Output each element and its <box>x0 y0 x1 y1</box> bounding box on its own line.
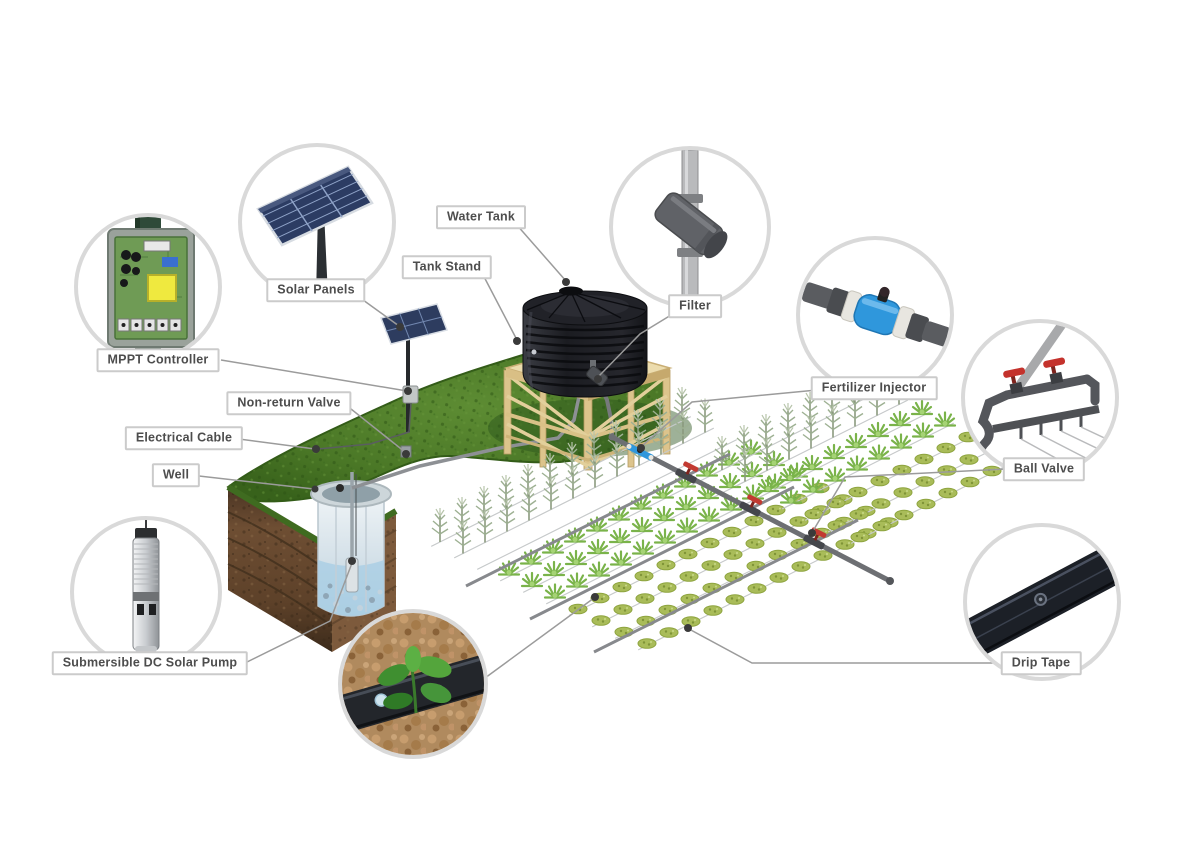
label-water-tank: Water Tank <box>436 205 526 229</box>
inset-mppt-controller <box>74 213 222 361</box>
filter-photo <box>654 150 728 304</box>
crop-field <box>430 358 1024 651</box>
label-fertilizer-injector: Fertilizer Injector <box>810 376 938 400</box>
label-well: Well <box>151 463 201 487</box>
mppt-controller-photo <box>107 217 195 357</box>
seedling-graphic <box>378 646 452 714</box>
submersible-pump-photo <box>132 520 160 652</box>
ball-valve-photo <box>976 323 1115 473</box>
well-graphic <box>310 472 392 617</box>
field-solar-panel <box>317 303 449 458</box>
label-non-return-valve: Non-return Valve <box>226 391 352 415</box>
drip-tape-closeup-photo <box>342 613 484 755</box>
inset-solar-panels <box>238 143 396 301</box>
label-submersible-pump: Submersible DC Solar Pump <box>51 651 249 675</box>
water-tank-graphic <box>522 286 648 398</box>
label-drip-tape: Drip Tape <box>1000 651 1082 675</box>
drip-tape-photo <box>967 534 1117 670</box>
label-mppt-controller: MPPT Controller <box>96 348 220 372</box>
label-ball-valve: Ball Valve <box>1002 457 1086 481</box>
pipes-field <box>465 433 894 654</box>
inset-drip-closeup <box>338 609 488 759</box>
label-filter: Filter <box>668 294 722 318</box>
inset-fertilizer-injector <box>796 236 954 394</box>
label-electrical-cable: Electrical Cable <box>124 426 244 450</box>
solar-panels-photo <box>256 165 374 297</box>
label-tank-stand: Tank Stand <box>401 255 493 279</box>
connector-lines <box>198 223 1007 679</box>
label-solar-panels: Solar Panels <box>266 278 366 302</box>
inset-submersible-pump <box>70 516 222 668</box>
inset-ball-valve <box>961 319 1119 477</box>
fertilizer-injector-photo <box>801 282 950 347</box>
inset-filter <box>609 146 771 308</box>
